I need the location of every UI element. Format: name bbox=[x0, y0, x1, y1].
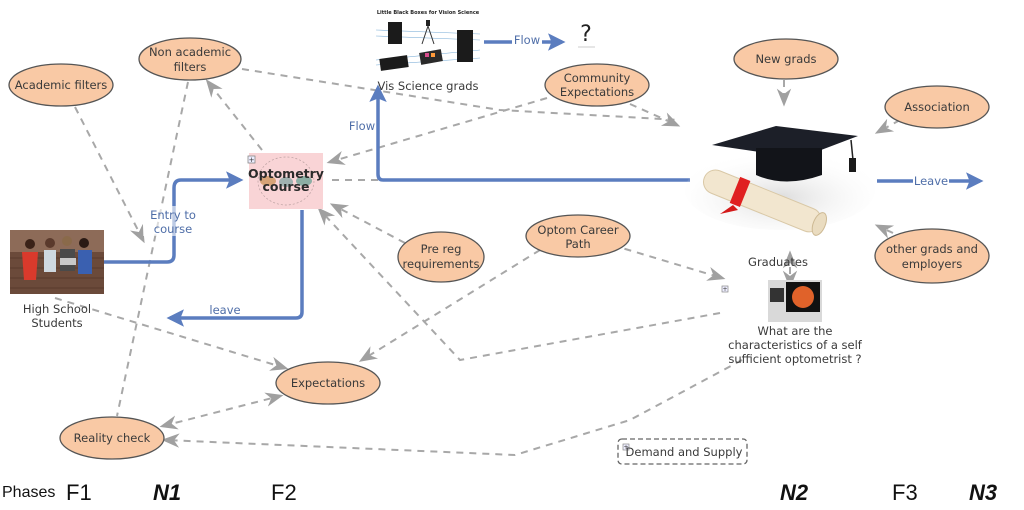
svg-text:Association: Association bbox=[904, 100, 969, 114]
node-expectations[interactable]: Expectations bbox=[275, 361, 381, 405]
node-academic-filters[interactable]: Academic filters bbox=[8, 63, 114, 107]
svg-text:Path: Path bbox=[565, 237, 590, 251]
diploma-scroll bbox=[702, 169, 827, 236]
svg-text:Pre reg: Pre reg bbox=[421, 242, 462, 256]
unknown-destination: ? bbox=[580, 22, 592, 47]
high-school-label-1: High School bbox=[23, 302, 91, 316]
svg-text:Academic filters: Academic filters bbox=[15, 78, 108, 92]
optometry-course-node[interactable]: Optometry course + bbox=[247, 153, 324, 209]
concept-nodes: Academic filters Non academic filters Co… bbox=[8, 37, 990, 460]
demand-supply-node[interactable]: + Demand and Supply bbox=[617, 438, 748, 465]
question-line-3: sufficient optometrist ? bbox=[728, 352, 861, 366]
flow-leave-grad-label: Leave bbox=[914, 174, 948, 188]
link-prereg-to-course[interactable] bbox=[329, 203, 406, 244]
graduates-node[interactable]: Graduates + What are the characteristics… bbox=[721, 255, 863, 366]
node-association[interactable]: Association bbox=[884, 85, 990, 129]
svg-text:+: + bbox=[623, 444, 628, 451]
phase-f3: F3 bbox=[892, 480, 918, 505]
svg-text:Non academic: Non academic bbox=[149, 45, 231, 59]
svg-text:Reality check: Reality check bbox=[74, 431, 151, 445]
vis-science-caption: Little Black Boxes for Vision Science bbox=[377, 10, 480, 16]
svg-text:requirements: requirements bbox=[403, 257, 480, 271]
demand-supply-label: Demand and Supply bbox=[626, 445, 743, 459]
svg-text:Expectations: Expectations bbox=[560, 85, 634, 99]
node-new-grads[interactable]: New grads bbox=[733, 38, 839, 80]
course-title-2: course bbox=[263, 179, 310, 194]
high-school-label-2: Students bbox=[31, 316, 82, 330]
link-career-to-expectations[interactable] bbox=[358, 249, 541, 362]
svg-text:Optom Career: Optom Career bbox=[537, 223, 618, 237]
node-community-expectations[interactable]: Community Expectations bbox=[544, 63, 650, 107]
link-reality-expectations[interactable] bbox=[159, 392, 284, 430]
svg-text:filters: filters bbox=[174, 60, 207, 74]
node-pre-reg-requirements[interactable]: Pre reg requirements bbox=[397, 231, 485, 283]
flow-labels: Entry to course leave Flow Flow ? Leave bbox=[143, 22, 949, 317]
graduates-expand-icon[interactable] bbox=[721, 285, 729, 293]
link-question-to-course[interactable] bbox=[317, 207, 721, 362]
question-line-2: characteristics of a self bbox=[728, 338, 863, 352]
node-reality-check[interactable]: Reality check bbox=[59, 416, 165, 460]
phases-label: Phases bbox=[2, 484, 56, 501]
phase-n1: N1 bbox=[153, 480, 182, 505]
cap-board bbox=[712, 126, 858, 158]
high-school-students-node[interactable]: High School Students bbox=[10, 230, 104, 330]
cap-tassel bbox=[849, 158, 856, 172]
flow-up-label: Flow bbox=[349, 119, 375, 133]
link-othergrads-to-grad[interactable] bbox=[874, 224, 895, 239]
svg-text:New grads: New grads bbox=[755, 52, 816, 66]
svg-text:Community: Community bbox=[564, 71, 631, 85]
node-other-grads-employers[interactable]: other grads and employers bbox=[874, 228, 990, 284]
flow-up-arrow[interactable] bbox=[369, 84, 690, 182]
link-community-to-course[interactable] bbox=[326, 97, 548, 165]
link-question-to-reality[interactable] bbox=[161, 359, 743, 457]
vis-science-grads-node[interactable]: Little Black Boxes for Vision Science Vi… bbox=[375, 8, 481, 93]
link-nonacademic-to-reality[interactable] bbox=[116, 81, 189, 417]
svg-text:Expectations: Expectations bbox=[291, 376, 365, 390]
link-nonacademic-to-grad[interactable] bbox=[241, 68, 681, 121]
link-career-to-graduates[interactable] bbox=[611, 244, 726, 281]
graduates-label: Graduates bbox=[748, 255, 808, 269]
svg-text:+: + bbox=[722, 286, 727, 293]
link-students-to-expectations[interactable] bbox=[54, 297, 289, 371]
course-title-1: Optometry bbox=[248, 166, 324, 181]
svg-text:+: + bbox=[249, 156, 255, 164]
flow-leave-course-label: leave bbox=[209, 303, 240, 317]
svg-text:employers: employers bbox=[902, 257, 962, 271]
phase-f2: F2 bbox=[271, 480, 297, 505]
flow-entry-label-2: course bbox=[154, 222, 192, 236]
svg-text:other grads and: other grads and bbox=[886, 242, 978, 256]
phase-n2: N2 bbox=[780, 480, 809, 505]
node-optom-career-path[interactable]: Optom Career Path bbox=[525, 214, 631, 258]
flow-leave-course-arrow[interactable] bbox=[166, 210, 304, 327]
dashed-links bbox=[54, 68, 901, 457]
link-academic-to-entry[interactable] bbox=[74, 106, 145, 244]
phase-n3: N3 bbox=[969, 480, 998, 505]
flow-right-label: Flow bbox=[514, 33, 540, 47]
link-community-to-grad[interactable] bbox=[629, 103, 681, 127]
link-association-to-grad[interactable] bbox=[874, 118, 901, 134]
cap-crown bbox=[756, 148, 822, 182]
flow-entry-label-1: Entry to bbox=[150, 208, 196, 222]
node-non-academic-filters[interactable]: Non academic filters bbox=[138, 37, 242, 81]
link-course-to-nonacademic[interactable] bbox=[205, 79, 263, 151]
course-expand-icon[interactable] bbox=[247, 155, 256, 164]
vis-science-label: Vis Science grads bbox=[377, 79, 478, 93]
question-line-1: What are the bbox=[758, 324, 833, 338]
graduate-cap-node[interactable] bbox=[685, 126, 875, 239]
phase-f1: F1 bbox=[66, 480, 92, 505]
demand-expand-icon[interactable] bbox=[622, 443, 630, 451]
